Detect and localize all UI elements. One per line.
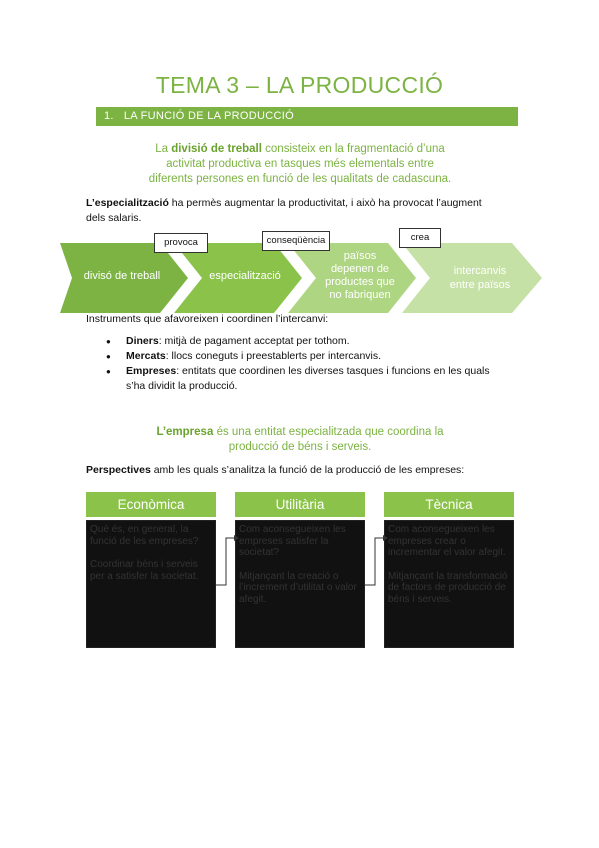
arrow-icon-economica-to-utilitaria: [216, 535, 239, 586]
chevron-step-4: [402, 243, 542, 313]
instruments-list: Diners: mitjà de pagament acceptat per t…: [106, 334, 526, 394]
step-3-label: països depenen de productes que no fabri…: [325, 250, 395, 301]
arrow-icon-utilitaria-to-tecnica: [365, 535, 388, 586]
process-chevron-diagram: [60, 243, 542, 313]
company-definition: L’empresa és una entitat especialitzada …: [156, 426, 444, 453]
column-header-utilitaria: Utilitària: [235, 492, 365, 517]
column-header-economica: Econòmica: [86, 492, 216, 517]
list-item: Empreses: entitats que coordinen les div…: [106, 364, 526, 394]
chevron-step-1: [60, 243, 188, 313]
definition-line-3: diferents persones en funció de les qual…: [148, 173, 452, 185]
section-label: LA FUNCIÓ DE LA PRODUCCIÓ: [123, 110, 294, 122]
specialization-term: L’especialització: [86, 197, 169, 209]
definition-line-1: La divisió de treball consisteix en la f…: [155, 143, 445, 155]
column-header-tecnica: Tècnica: [384, 492, 514, 517]
column-box-tecnica: Com aconsegueixen les empreses crear o i…: [384, 520, 514, 648]
chevron-step-2: [174, 243, 302, 313]
definition-line-2: activitat productiva en tasques més elem…: [166, 158, 434, 170]
connector-consequencia: conseqüència: [262, 231, 330, 251]
connector-crea: crea: [399, 228, 441, 248]
step-4-label: intercanvis entre països: [449, 265, 511, 291]
division-of-labour-definition: La divisió de treball consisteix en la f…: [110, 142, 490, 187]
perspectives-intro: Perspectives amb les quals s’analitza la…: [86, 464, 465, 476]
connector-provoca: provoca: [154, 233, 208, 253]
chevron-step-3: [288, 243, 416, 313]
specialization-paragraph: L’especialització ha permès augmentar la…: [86, 197, 482, 224]
section-heading: 1. LA FUNCIÓ DE LA PRODUCCIÓ: [96, 107, 518, 126]
section-number: 1.: [104, 110, 114, 122]
column-box-utilitaria: Com aconsegueixen les empreses satisfer …: [235, 520, 365, 648]
list-item: Diners: mitjà de pagament acceptat per t…: [106, 334, 526, 349]
column-box-economica: Què és, en general, la funció de les emp…: [86, 520, 216, 648]
list-item: Mercats: llocs coneguts i preestablerts …: [106, 349, 526, 364]
page-title: TEMA 3 – LA PRODUCCIÓ: [155, 72, 444, 98]
instruments-intro: Instruments que afavoreixen i coordinen …: [86, 313, 329, 325]
step-1-label: divisó de treball: [83, 270, 161, 282]
step-2-label: especialització: [209, 270, 281, 282]
